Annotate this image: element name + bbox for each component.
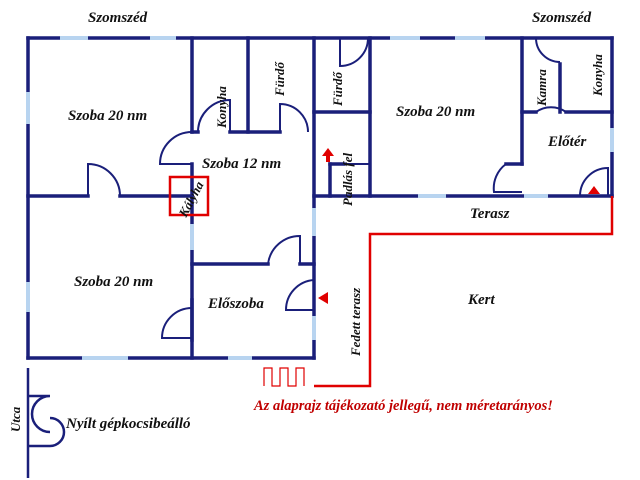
label-neighbor-left: Szomszéd bbox=[88, 10, 148, 26]
door-right-room bbox=[492, 163, 522, 193]
label-room-bottom-left: Szoba 20 nm bbox=[74, 274, 153, 290]
door-pantry-bottom bbox=[535, 106, 567, 113]
label-room-middle: Szoba 12 nm bbox=[202, 156, 281, 172]
door-pantry bbox=[535, 37, 561, 63]
arrow-entry-icon bbox=[318, 292, 328, 304]
arrow-attic-stem bbox=[326, 156, 330, 162]
label-kitchen-left: Konyha bbox=[214, 86, 229, 129]
arrow-terrace-icon bbox=[588, 186, 600, 194]
door-room-12 bbox=[158, 131, 193, 165]
door-room-bottom-left bbox=[160, 307, 193, 339]
label-pantry: Kamra bbox=[534, 69, 549, 107]
label-terrace: Terasz bbox=[470, 206, 510, 222]
label-disclaimer: Az alaprajz tájékozató jellegű, nem mére… bbox=[253, 398, 553, 414]
arrows bbox=[318, 148, 600, 304]
label-bath-left: Fürdő bbox=[272, 61, 287, 97]
label-attic: Padlás fel bbox=[340, 153, 355, 206]
label-room-top-right: Szoba 20 nm bbox=[396, 104, 475, 120]
door-bath-right bbox=[339, 37, 369, 68]
label-hall-right: Előtér bbox=[547, 134, 586, 150]
door-terrace bbox=[579, 166, 609, 197]
door-kitchen-left bbox=[197, 98, 231, 133]
label-room-top-left: Szoba 20 nm bbox=[68, 108, 147, 124]
label-covered-terrace: Fedett terasz bbox=[348, 287, 363, 357]
street-lines bbox=[26, 368, 66, 478]
label-neighbor-right: Szomszéd bbox=[532, 10, 592, 26]
chimney-steps bbox=[263, 367, 305, 387]
red-elements bbox=[168, 175, 614, 388]
label-bath-right: Fürdő bbox=[330, 71, 345, 107]
label-garden: Kert bbox=[467, 292, 496, 308]
covered-terrace-outline bbox=[314, 196, 614, 388]
door-hall-entry bbox=[284, 279, 315, 311]
doors bbox=[87, 37, 609, 339]
label-kitchen-right: Konyha bbox=[590, 54, 605, 97]
arrow-attic-icon bbox=[322, 148, 334, 156]
door-bath-left bbox=[279, 102, 309, 133]
label-parking: Nyílt gépkocsibeálló bbox=[65, 416, 191, 432]
walls bbox=[26, 36, 614, 360]
label-hall-left: Előszoba bbox=[207, 296, 264, 312]
gate-icon bbox=[28, 394, 66, 448]
stove-marker bbox=[168, 175, 210, 217]
door-hall-top bbox=[267, 234, 301, 265]
door-room-top-left bbox=[87, 162, 121, 197]
label-street: Utca bbox=[8, 406, 23, 432]
windows bbox=[26, 36, 614, 360]
